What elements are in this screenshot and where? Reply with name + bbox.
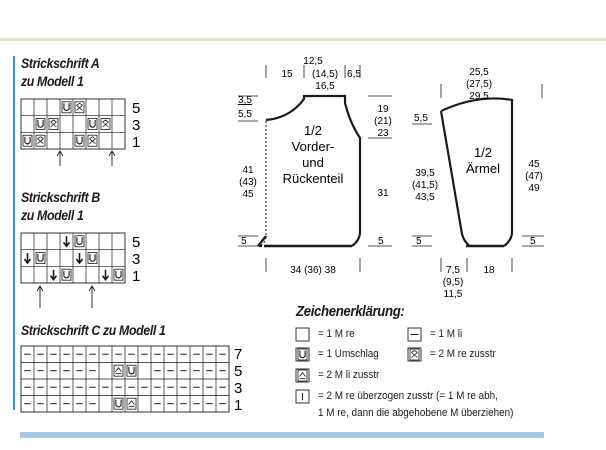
sleeve-bottom-3: 11,5 bbox=[444, 289, 463, 300]
chart-a-title: Strickschrift A zu Modell 1 bbox=[21, 55, 100, 89]
k2tog-symbol-icon bbox=[407, 347, 422, 362]
chart-c-row-3: 3 bbox=[234, 380, 242, 397]
body-label-4: Rückenteil bbox=[283, 171, 344, 186]
chart-c-title: Strickschrift C zu Modell 1 bbox=[21, 322, 166, 338]
body-armhole-3: 23 bbox=[377, 128, 389, 139]
sleeve-bottom-1: 7,5 bbox=[446, 265, 460, 276]
body-shoulder-right: 6,5 bbox=[347, 69, 361, 80]
sleeve-label-1: 1/2 bbox=[474, 145, 492, 160]
sleeve-total-1: 45 bbox=[528, 159, 540, 170]
chart-b-row-3: 3 bbox=[132, 251, 140, 268]
sleeve-total-3: 49 bbox=[528, 183, 540, 194]
legend-knit: = 1 M re bbox=[318, 328, 355, 340]
body-width: 34 (36) 38 bbox=[290, 265, 336, 276]
legend-p2tog: = 2 M li zusstr bbox=[318, 369, 380, 381]
chart-a-row-3: 3 bbox=[132, 117, 140, 134]
sleeve-hem-left: 5 bbox=[416, 236, 422, 247]
chart-a-grid bbox=[20, 98, 126, 166]
p2tog-symbol-icon bbox=[295, 368, 310, 383]
chart-c-row-7: 7 bbox=[234, 346, 242, 363]
body-neck-a: 3,5 bbox=[238, 95, 252, 106]
sleeve-top-1: 25,5 bbox=[469, 67, 489, 78]
sleeve-top-3: 29,5 bbox=[469, 91, 489, 102]
top-divider bbox=[0, 38, 606, 41]
sleeve-cap: 5,5 bbox=[414, 113, 428, 124]
body-hem-right: 5 bbox=[378, 236, 384, 247]
purl-symbol-icon bbox=[407, 327, 422, 342]
sleeve-top-2: (27,5) bbox=[466, 79, 492, 90]
body-top-total-1: 12,5 bbox=[303, 56, 323, 67]
body-side-3: 45 bbox=[242, 189, 254, 200]
sleeve-total-2: (47) bbox=[525, 171, 543, 182]
body-label-2: Vorder- bbox=[292, 139, 335, 154]
sleeve-length-1: 39,5 bbox=[415, 168, 435, 179]
body-length-right: 31 bbox=[377, 188, 389, 199]
legend-skp-line2: 1 M re, dann die abgehobene M überziehen… bbox=[318, 407, 514, 419]
sleeve-hem-right: 5 bbox=[530, 236, 536, 247]
chart-a-title-line1: Strickschrift A bbox=[21, 55, 100, 71]
body-neck-b: 5,5 bbox=[238, 109, 252, 120]
chart-a-row-1: 1 bbox=[132, 134, 140, 151]
legend-yarn-over: = 1 Umschlag bbox=[318, 348, 379, 360]
body-schematic bbox=[238, 65, 392, 272]
bottom-divider bbox=[20, 432, 544, 438]
body-hem-left: 5 bbox=[241, 236, 247, 247]
yarn-over-symbol-icon bbox=[295, 347, 310, 362]
body-top-total-3: 16,5 bbox=[315, 81, 335, 92]
chart-a-row-5: 5 bbox=[132, 100, 140, 117]
knit-symbol-icon bbox=[295, 327, 310, 342]
legend-purl: = 1 M li bbox=[430, 328, 463, 340]
legend-title: Zeichenerklärung: bbox=[296, 303, 405, 320]
body-top-total-2: (14,5) bbox=[312, 69, 338, 80]
body-armhole-2: (21) bbox=[374, 116, 392, 127]
legend-symbols bbox=[295, 327, 422, 404]
chart-b-row-5: 5 bbox=[132, 234, 140, 251]
sleeve-schematic bbox=[412, 84, 544, 272]
chart-b-grid bbox=[20, 232, 126, 308]
body-label-3: und bbox=[302, 155, 324, 170]
sleeve-length-2: (41,5) bbox=[412, 180, 438, 191]
chart-b-title-line1: Strickschrift B bbox=[21, 189, 100, 205]
body-label-1: 1/2 bbox=[304, 123, 322, 138]
body-side-1: 41 bbox=[242, 165, 254, 176]
skp-symbol-icon bbox=[295, 389, 310, 404]
sleeve-label-2: Ärmel bbox=[466, 161, 500, 176]
chart-b-title: Strickschrift B zu Modell 1 bbox=[21, 189, 100, 223]
chart-c-row-5: 5 bbox=[234, 363, 242, 380]
left-accent-rule bbox=[13, 56, 15, 410]
chart-a-title-line2: zu Modell 1 bbox=[21, 73, 84, 89]
chart-c-row-1: 1 bbox=[234, 397, 242, 414]
body-armhole-1: 19 bbox=[377, 104, 389, 115]
chart-b-row-1: 1 bbox=[132, 268, 140, 285]
sleeve-length-3: 43,5 bbox=[415, 192, 435, 203]
chart-c-grid bbox=[20, 345, 230, 413]
sleeve-bottom-right: 18 bbox=[483, 265, 495, 276]
body-side-2: (43) bbox=[239, 177, 257, 188]
chart-b-title-line2: zu Modell 1 bbox=[21, 207, 84, 223]
legend-skp-line1: = 2 M re überzogen zusstr (= 1 M re abh, bbox=[318, 390, 498, 402]
sleeve-bottom-2: (9,5) bbox=[443, 277, 464, 288]
body-shoulder: 15 bbox=[281, 69, 293, 80]
legend-k2tog: = 2 M re zusstr bbox=[430, 348, 496, 360]
